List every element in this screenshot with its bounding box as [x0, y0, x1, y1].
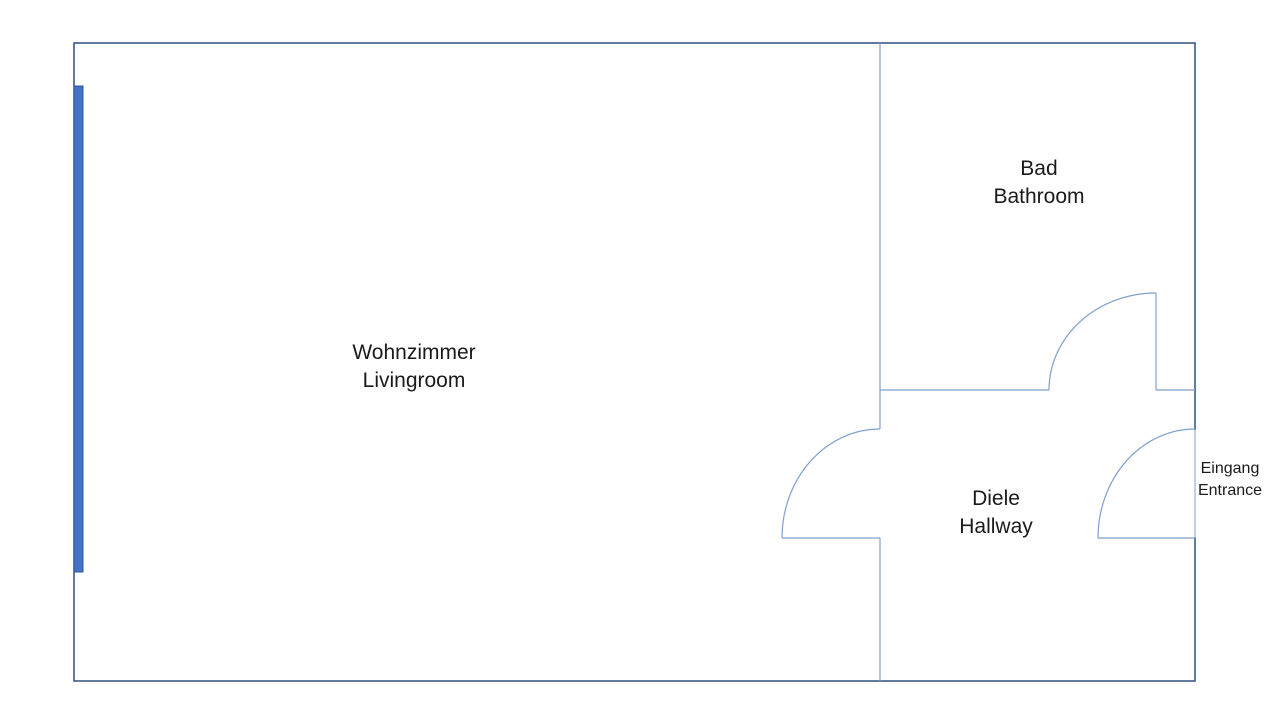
outer-wall [73, 42, 1196, 682]
bathroom-label: Bad Bathroom [993, 155, 1084, 211]
livingroom-name-en: Livingroom [362, 369, 466, 392]
hallway-name-en: Hallway [959, 515, 1033, 538]
hallway-label: Diele Hallway [959, 485, 1033, 541]
entrance-label: Eingang Entrance [1198, 458, 1262, 502]
bathroom-door [1048, 292, 1157, 391]
entrance-name-en: Entrance [1197, 482, 1263, 499]
hallway-name-de: Diele [972, 487, 1020, 510]
entrance-door [1097, 428, 1196, 539]
entrance-name-de: Eingang [1200, 460, 1260, 477]
bathroom-name-de: Bad [1020, 157, 1058, 180]
livingroom-door [781, 428, 881, 539]
bathroom-name-en: Bathroom [993, 185, 1085, 208]
livingroom-label: Wohnzimmer Livingroom [352, 339, 475, 395]
window [73, 85, 84, 573]
livingroom-name-de: Wohnzimmer [352, 341, 476, 364]
